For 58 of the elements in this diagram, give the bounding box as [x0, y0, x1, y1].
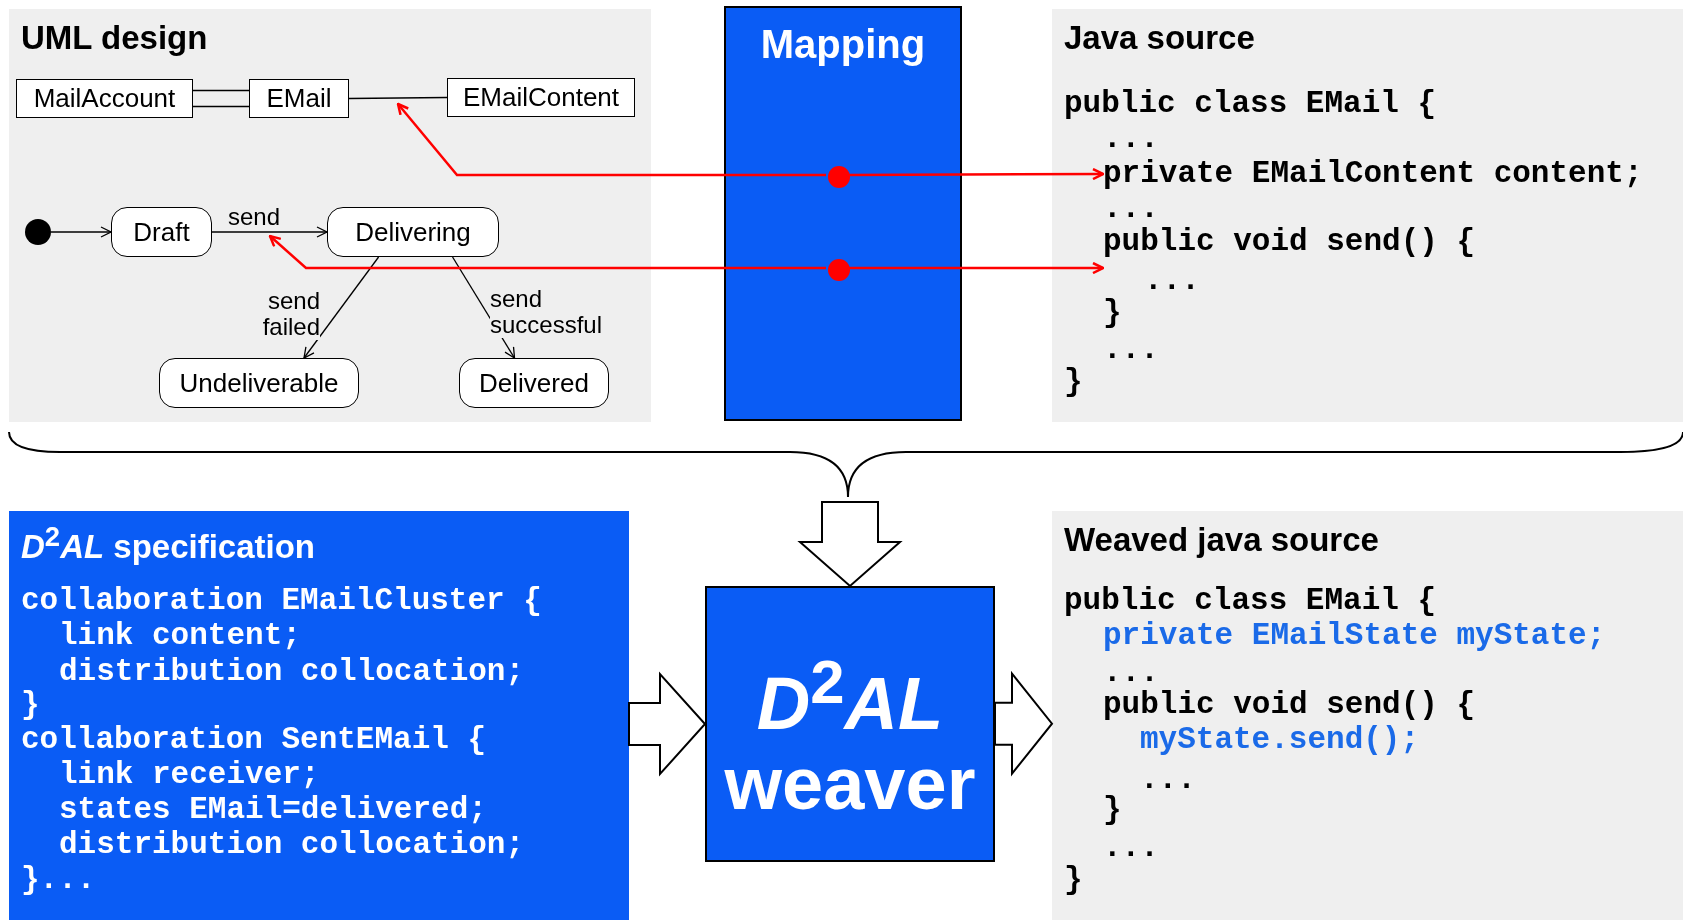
panel-title: Weaved java source: [1064, 521, 1379, 559]
weaver-box: D$^{2}$AL weaver: [705, 586, 995, 862]
code-line: }: [21, 687, 40, 723]
mapping-panel: [724, 6, 962, 421]
mapping-dot: [828, 259, 850, 281]
code-line: ...: [1103, 655, 1159, 690]
block-arrow: [797, 501, 903, 588]
code-line: public class EMail {: [1064, 583, 1437, 619]
class-box: EMailContent: [447, 78, 635, 117]
code-line: public void send() {: [1103, 687, 1476, 723]
association-line: [192, 89, 250, 108]
code-line: private EMailState myState;: [1103, 618, 1606, 654]
association-line: [348, 96, 448, 100]
code-line: collaboration EMailCluster {: [21, 583, 542, 619]
state-box: Draft: [111, 207, 212, 257]
code-line: link receiver;: [59, 757, 320, 793]
transition-arrow: [50, 226, 112, 238]
block-arrow: [628, 671, 707, 777]
code-line: collaboration SentEMail {: [21, 722, 487, 758]
transition-arrow: [211, 226, 328, 238]
panel-title: Java source: [1064, 19, 1255, 57]
code-panel: [1052, 9, 1683, 422]
code-line: private EMailContent content;: [1103, 156, 1663, 192]
code-line: ...: [1103, 191, 1159, 227]
code-line: link content;: [59, 618, 301, 654]
block-arrow: [994, 670, 1054, 777]
state-box: Undeliverable: [159, 358, 359, 408]
state-box: Delivering: [327, 207, 499, 257]
code-line: ...: [1103, 830, 1159, 866]
panel-title: Mapping: [759, 22, 927, 67]
code-panel: [1052, 511, 1683, 920]
code-line: states EMail=delivered;: [59, 792, 487, 828]
panel-title: UML design: [21, 19, 208, 57]
code-line: public class EMail {: [1064, 86, 1437, 122]
mapping-dot: [828, 166, 850, 188]
code-line: ...: [1103, 332, 1159, 368]
code-line: ...: [1103, 121, 1159, 157]
code-line: ...: [1140, 762, 1196, 798]
code-line: }: [1064, 364, 1083, 400]
mapping-arrow: [848, 261, 1105, 275]
code-line: }...: [21, 862, 96, 898]
mapping-arrow: [268, 234, 826, 270]
state-box: Delivered: [459, 358, 609, 408]
code-line: distribution collocation;: [59, 654, 525, 690]
code-line: }: [1103, 792, 1122, 828]
code-line: distribution collocation;: [59, 827, 525, 863]
class-box: MailAccount: [16, 79, 193, 118]
mapping-arrow: [396, 102, 826, 177]
code-panel: [9, 9, 651, 422]
mapping-arrow: [848, 167, 1105, 181]
code-line: }: [1103, 295, 1122, 331]
code-line: }: [1064, 862, 1083, 898]
specification-panel: [9, 511, 629, 920]
initial-state-dot: [25, 219, 51, 245]
code-line: myState.send();: [1140, 722, 1420, 758]
class-box: EMail: [249, 79, 349, 118]
transition-arrow: [303, 256, 380, 359]
panel-title: D$^{2}$AL specification: [21, 521, 316, 566]
